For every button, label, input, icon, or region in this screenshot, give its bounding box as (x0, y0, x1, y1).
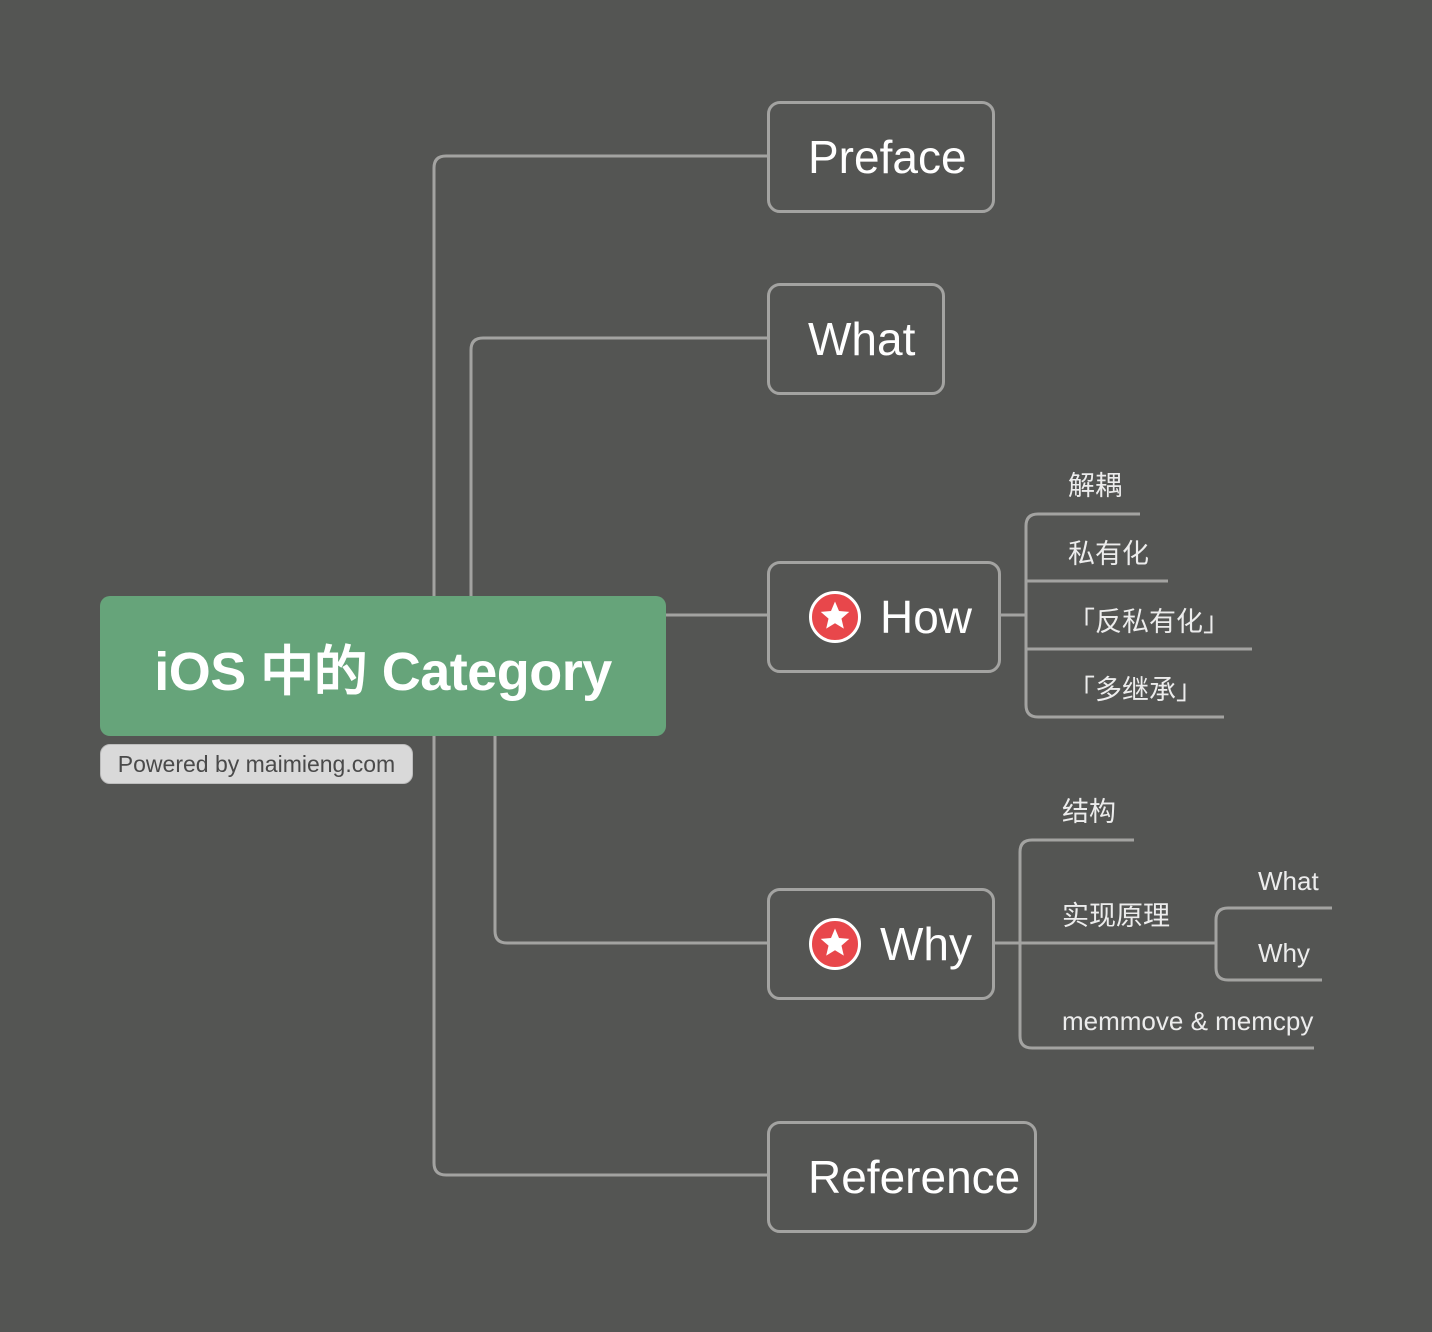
branch-what[interactable]: What (767, 283, 945, 395)
connector-principle-children (1214, 906, 1332, 982)
branch-reference[interactable]: Reference (767, 1121, 1037, 1233)
principle-child-what[interactable]: What (1258, 866, 1319, 896)
star-badge-icon (808, 917, 862, 971)
how-child-anti-private[interactable]: 「反私有化」 (1068, 607, 1230, 637)
connector-what (469, 336, 768, 596)
root-topic[interactable]: iOS 中的 Category (100, 596, 666, 736)
connector-reference (432, 736, 768, 1177)
why-child-memmove[interactable]: memmove & memcpy (1062, 1006, 1314, 1036)
branch-how[interactable]: How (767, 561, 1001, 673)
branch-preface[interactable]: Preface (767, 101, 995, 213)
branch-why-label: Why (880, 918, 972, 970)
branch-how-label: How (880, 591, 973, 643)
why-child-principle[interactable]: 实现原理 (1062, 901, 1170, 931)
branch-reference-label: Reference (808, 1151, 1021, 1203)
branch-why[interactable]: Why (767, 888, 995, 1000)
how-child-decoupling[interactable]: 解耦 (1068, 471, 1122, 501)
how-child-multi-inheritance[interactable]: 「多继承」 (1068, 675, 1203, 705)
connector-why-children (994, 838, 1314, 1050)
watermark-text: Powered by maimieng.com (117, 750, 396, 777)
branch-preface-label: Preface (808, 131, 967, 183)
connector-why (493, 736, 768, 945)
why-child-structure[interactable]: 结构 (1062, 797, 1116, 827)
branch-what-label: What (808, 313, 916, 365)
star-badge-icon (808, 590, 862, 644)
connector-how-children (1000, 512, 1252, 719)
connector-preface (432, 154, 768, 596)
principle-child-why[interactable]: Why (1258, 938, 1310, 968)
root-topic-label: iOS 中的 Category (154, 641, 612, 702)
powered-by-watermark: Powered by maimieng.com (100, 744, 413, 784)
how-child-private[interactable]: 私有化 (1068, 539, 1149, 569)
